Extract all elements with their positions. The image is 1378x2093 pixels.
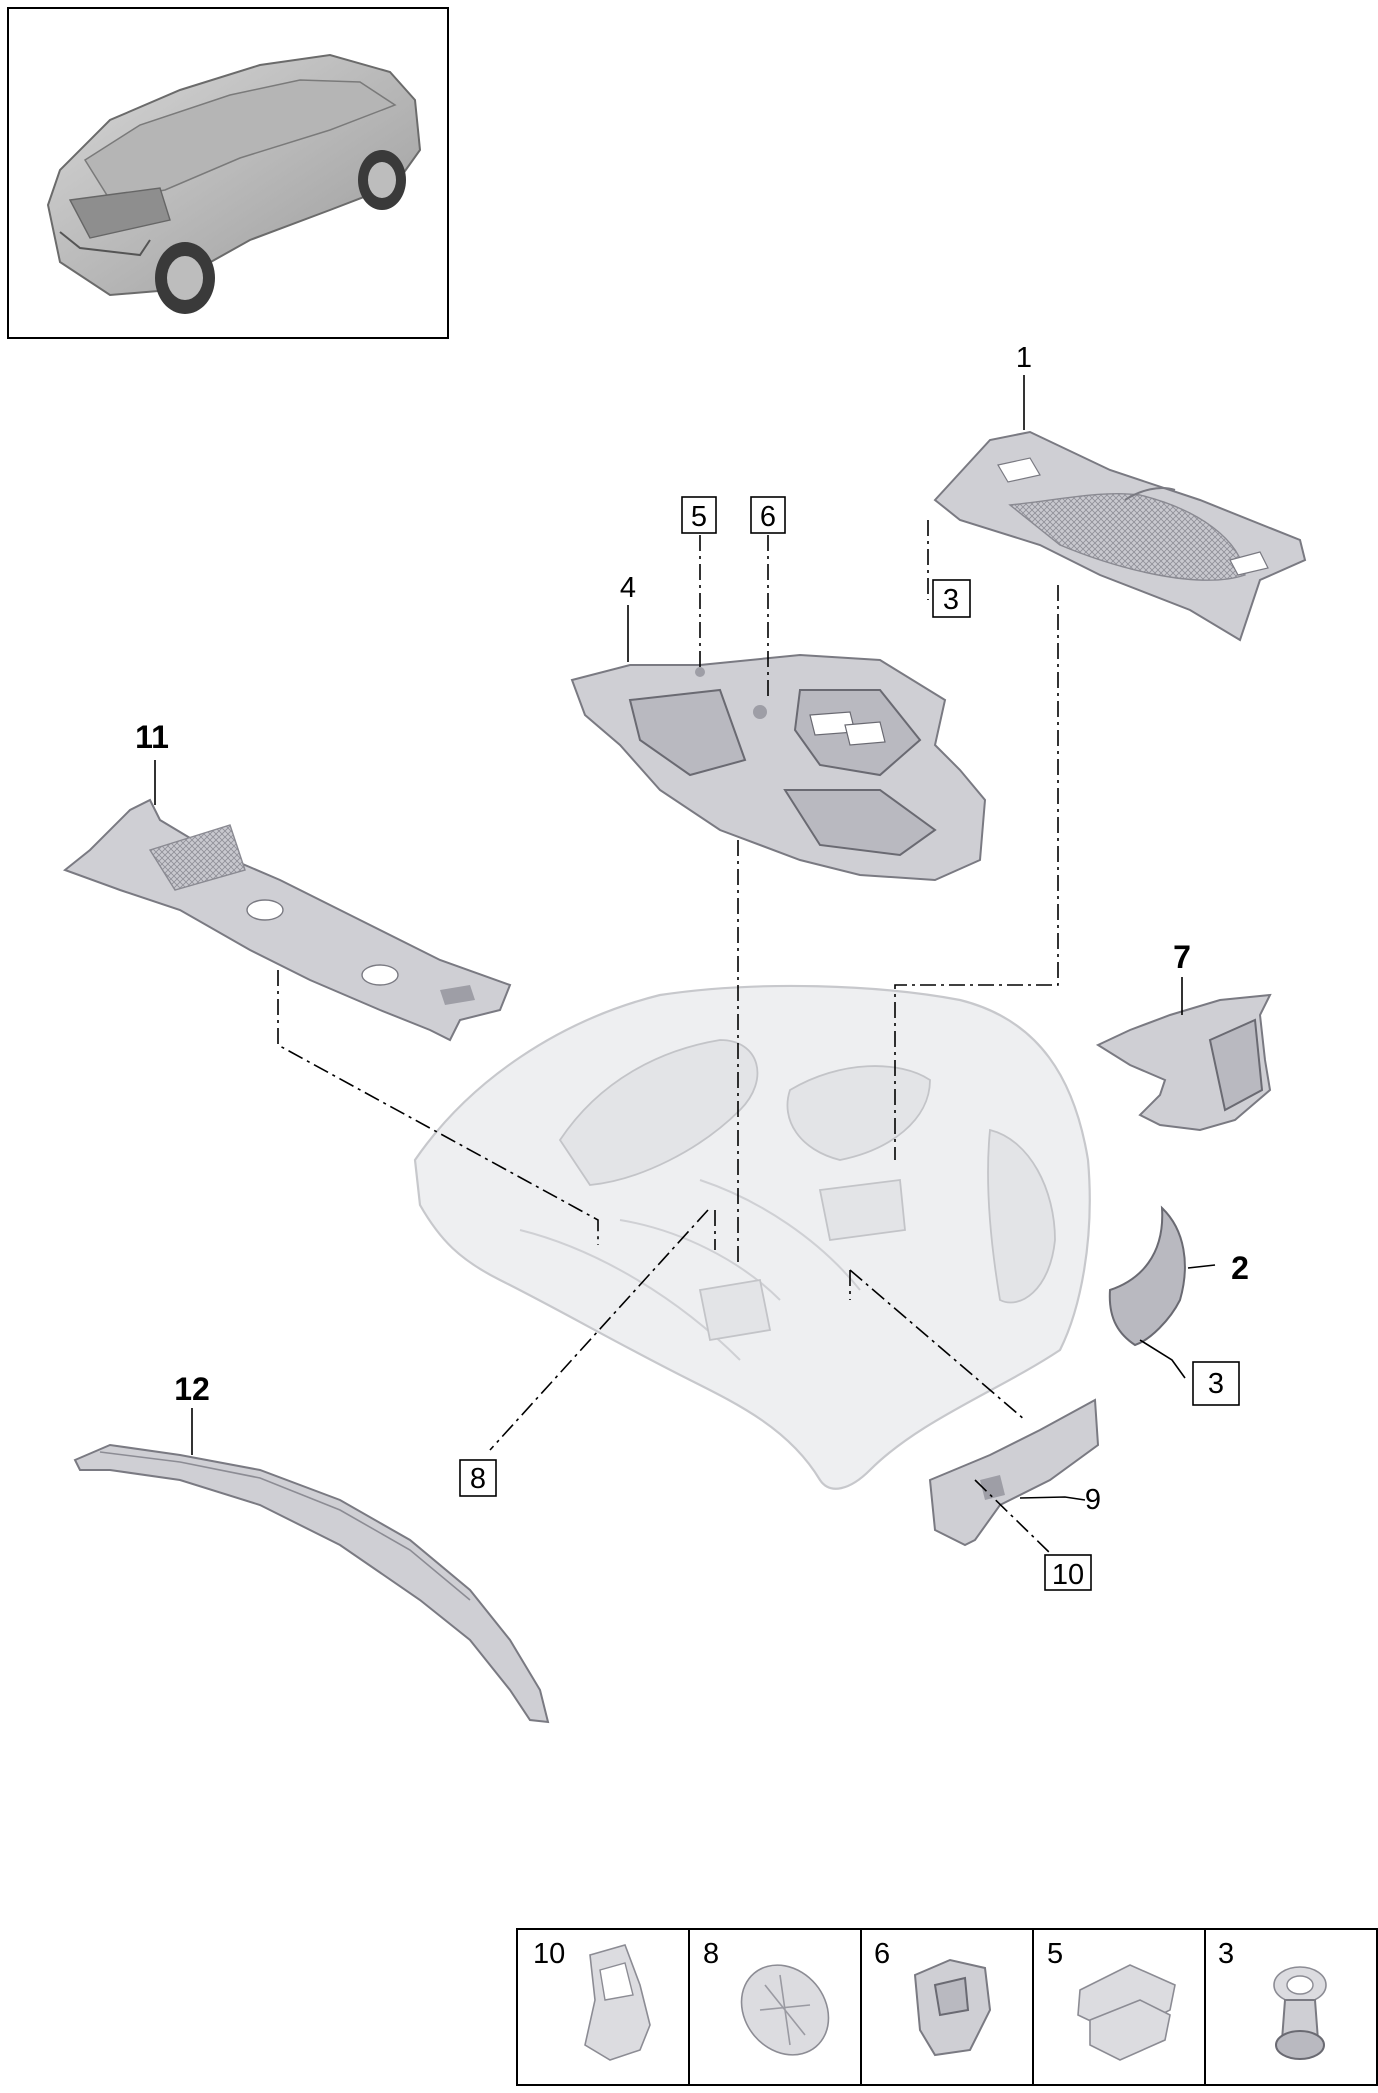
callout-1: 1	[1016, 342, 1032, 374]
callout-8: 8	[459, 1459, 497, 1497]
callout-4: 4	[620, 572, 636, 604]
fastener-label-5: 5	[1047, 1938, 1063, 1970]
callout-3-right-text: 3	[1208, 1368, 1224, 1400]
callout-9-text: 9	[1085, 1484, 1101, 1516]
callout-1-text: 1	[1016, 342, 1032, 374]
fastener-label-3: 3	[1218, 1938, 1234, 1970]
car-illustration	[46, 53, 422, 314]
callout-5: 5	[681, 496, 717, 534]
callout-8-text: 8	[470, 1463, 486, 1495]
callout-4-text: 4	[620, 572, 636, 604]
fastener-cell-3: 3	[1218, 1938, 1327, 2060]
callout-2-text: 2	[1231, 1250, 1249, 1286]
assembly-lines	[277, 520, 1059, 1556]
callout-6: 6	[750, 496, 786, 534]
callout-5-text: 5	[691, 501, 707, 533]
part-9-bracket	[928, 1398, 1100, 1547]
fastener-label-8: 8	[703, 1938, 719, 1970]
callout-3-right: 3	[1192, 1361, 1240, 1406]
callout-11-text: 11	[135, 719, 169, 755]
part-7-side-cover	[1095, 993, 1272, 1132]
part-11-cowl-trim-left	[62, 798, 512, 1042]
part-2-curved-trim	[1108, 1205, 1186, 1347]
part-4-insulation-mat	[570, 653, 987, 882]
vehicle-thumbnail	[7, 7, 449, 339]
callout-6-text: 6	[760, 501, 776, 533]
callout-3-top: 3	[932, 579, 971, 618]
fastener-cell-8: 8	[703, 1938, 830, 2056]
part-1-insulation-panel	[933, 430, 1307, 642]
fastener-cell-10: 10	[533, 1938, 651, 2061]
part-12-trim-strip	[73, 1443, 550, 1724]
callout-10-text: 10	[1052, 1559, 1084, 1591]
fastener-label-6: 6	[874, 1938, 890, 1970]
callout-9: 9	[1085, 1484, 1101, 1516]
callout-12: 12	[174, 1371, 210, 1407]
callout-2: 2	[1231, 1250, 1249, 1286]
fastener-strip: 10 8 6 5 3	[516, 1928, 1378, 2086]
hood-ghost	[413, 984, 1091, 1490]
fastener-cell-5: 5	[1047, 1938, 1176, 2061]
callout-7-text: 7	[1173, 939, 1191, 975]
leader-lines	[154, 375, 1216, 1501]
callout-7: 7	[1173, 939, 1191, 975]
callout-12-text: 12	[174, 1371, 210, 1407]
fastener-label-10: 10	[533, 1938, 565, 1970]
callout-11: 11	[135, 719, 169, 755]
fastener-cell-6: 6	[874, 1938, 992, 2057]
callout-10: 10	[1044, 1554, 1092, 1591]
callout-3-top-text: 3	[943, 584, 959, 616]
